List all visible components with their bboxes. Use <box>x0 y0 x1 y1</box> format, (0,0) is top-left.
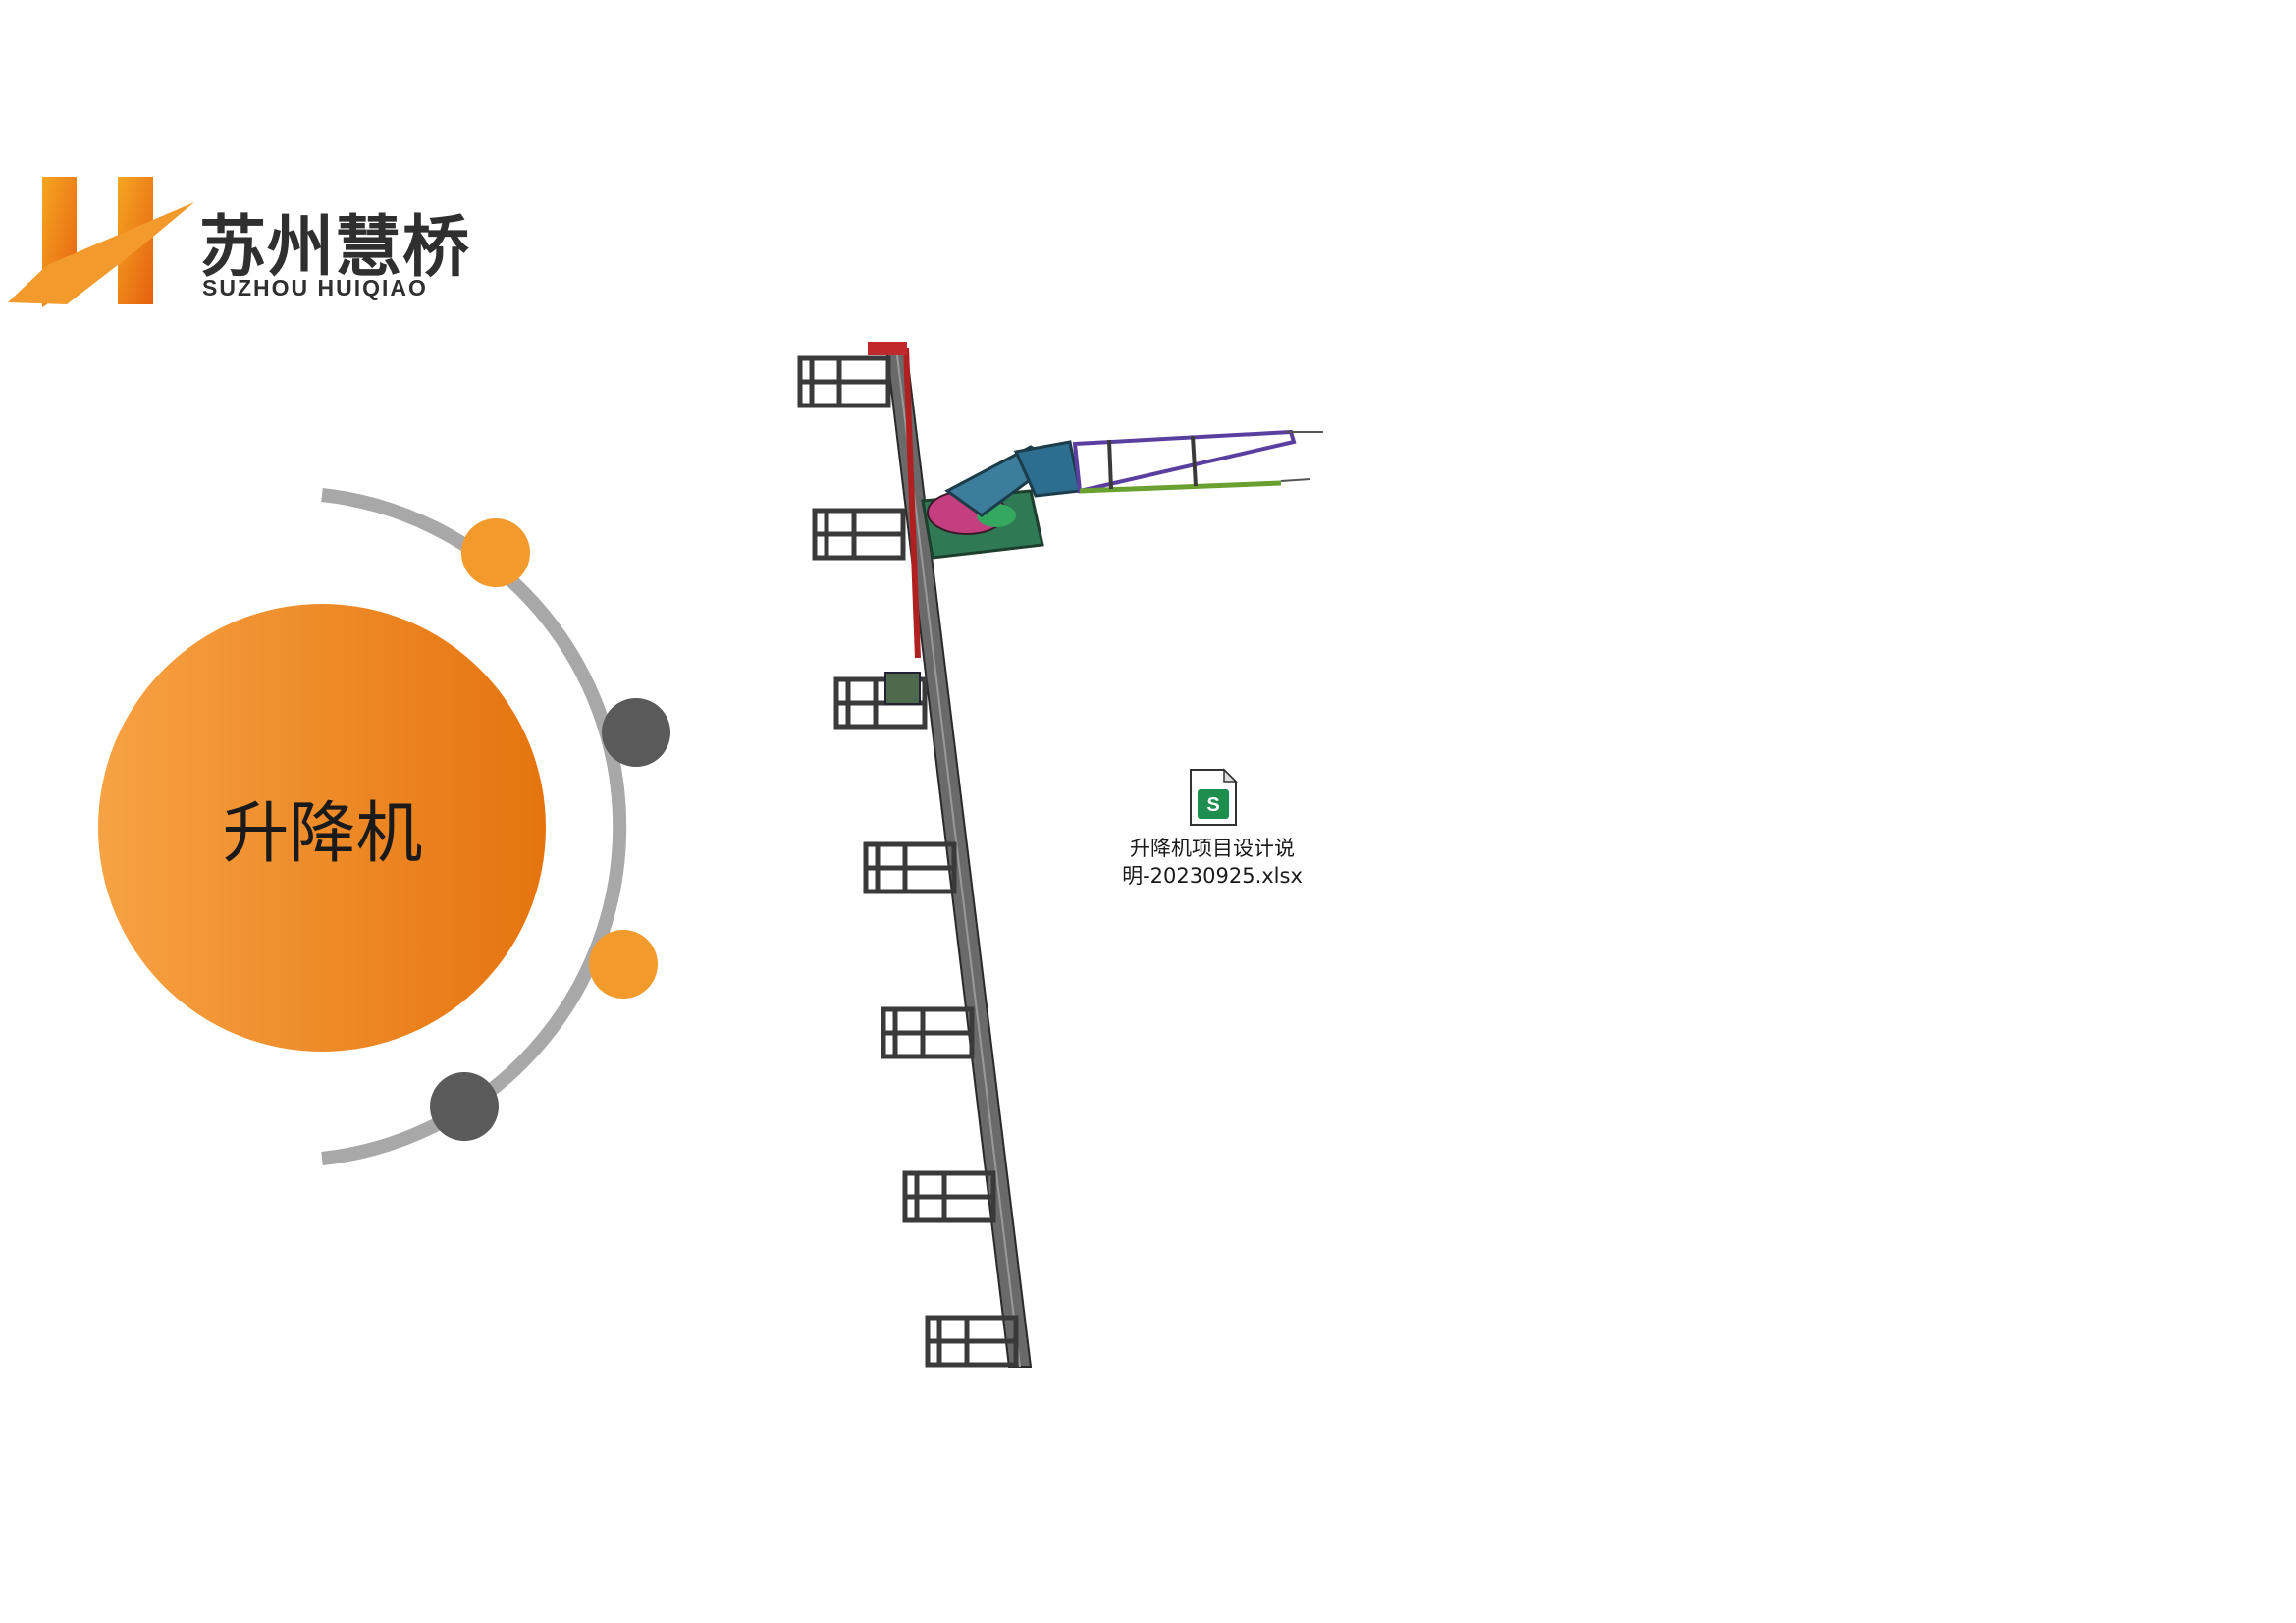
logo-mark-icon <box>8 177 194 307</box>
orbit-dot-orange-2 <box>589 930 658 999</box>
orbit-dot-orange-1 <box>461 518 530 587</box>
company-logo <box>8 175 459 307</box>
center-circle <box>98 604 546 1052</box>
file-name-label[interactable]: 升降机项目设计说明-20230925.xlsx <box>1122 837 1303 888</box>
orbit-diagram <box>98 488 670 1165</box>
file-attachment[interactable]: S 升降机项目设计说明-20230925.xlsx <box>1119 768 1306 890</box>
orbit-dot-gray-1 <box>602 698 670 767</box>
orbit-dot-gray-2 <box>430 1072 499 1141</box>
lift-machine-illustration <box>797 342 1323 1368</box>
file-icon-letter: S <box>1206 794 1219 816</box>
spreadsheet-file-icon[interactable]: S <box>1183 768 1242 827</box>
brand-name-cn: 苏州慧桥 <box>199 209 471 287</box>
brand-name-en: SUZHOU HUIQIAO <box>202 275 428 300</box>
center-label: 升降机 <box>222 795 423 873</box>
